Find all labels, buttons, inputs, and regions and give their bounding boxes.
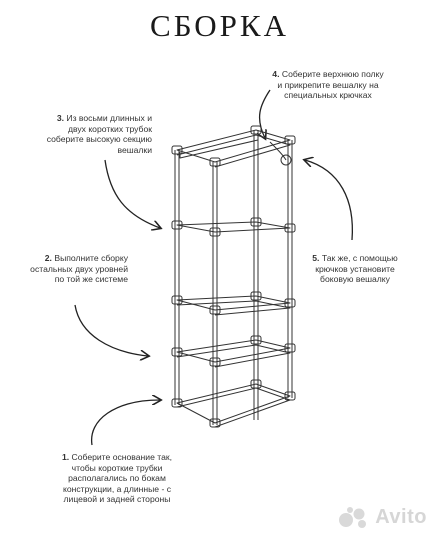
avito-watermark-text: Avito [375,505,427,528]
step-3-text: 3. Из восьми длинных и двух коротких тру… [40,113,152,155]
arrow-step-1 [91,400,160,446]
avito-logo-icon [339,507,367,528]
step-3-description: Из восьми длинных и двух коротких трубок… [46,113,152,155]
page-title: СБОРКА [150,8,289,43]
step-1-number: 1. [61,452,70,462]
step-1-description: Соберите основание так, чтобы короткие т… [62,452,173,504]
arrow-step-2 [74,304,148,356]
step-4-text: 4. Соберите верхнюю полку и прикрепите в… [272,69,384,101]
arrow-step-5 [305,160,354,241]
avito-watermark: Avito [337,504,427,530]
step-1-text: 1. Соберите основание так, чтобы коротки… [52,452,182,505]
step-4-number: 4. [272,69,280,79]
step-5-text: 5. Так же, с помощью крючков установите … [306,253,404,285]
step-5-description: Так же, с помощью крючков установите бок… [315,253,398,284]
step-5-number: 5. [312,253,320,263]
step-2-text: 2. Выполните сборку остальных двух уровн… [30,253,128,285]
step-3-number: 3. [56,113,64,123]
step-2-number: 2. [44,253,52,263]
rack-frame [171,125,296,428]
step-2-description: Выполните сборку остальных двух уровней … [30,253,128,284]
arrow-step-3 [104,159,160,228]
step-4-description: Соберите верхнюю полку и прикрепите веша… [277,69,384,100]
arrow-step-4 [260,89,271,138]
